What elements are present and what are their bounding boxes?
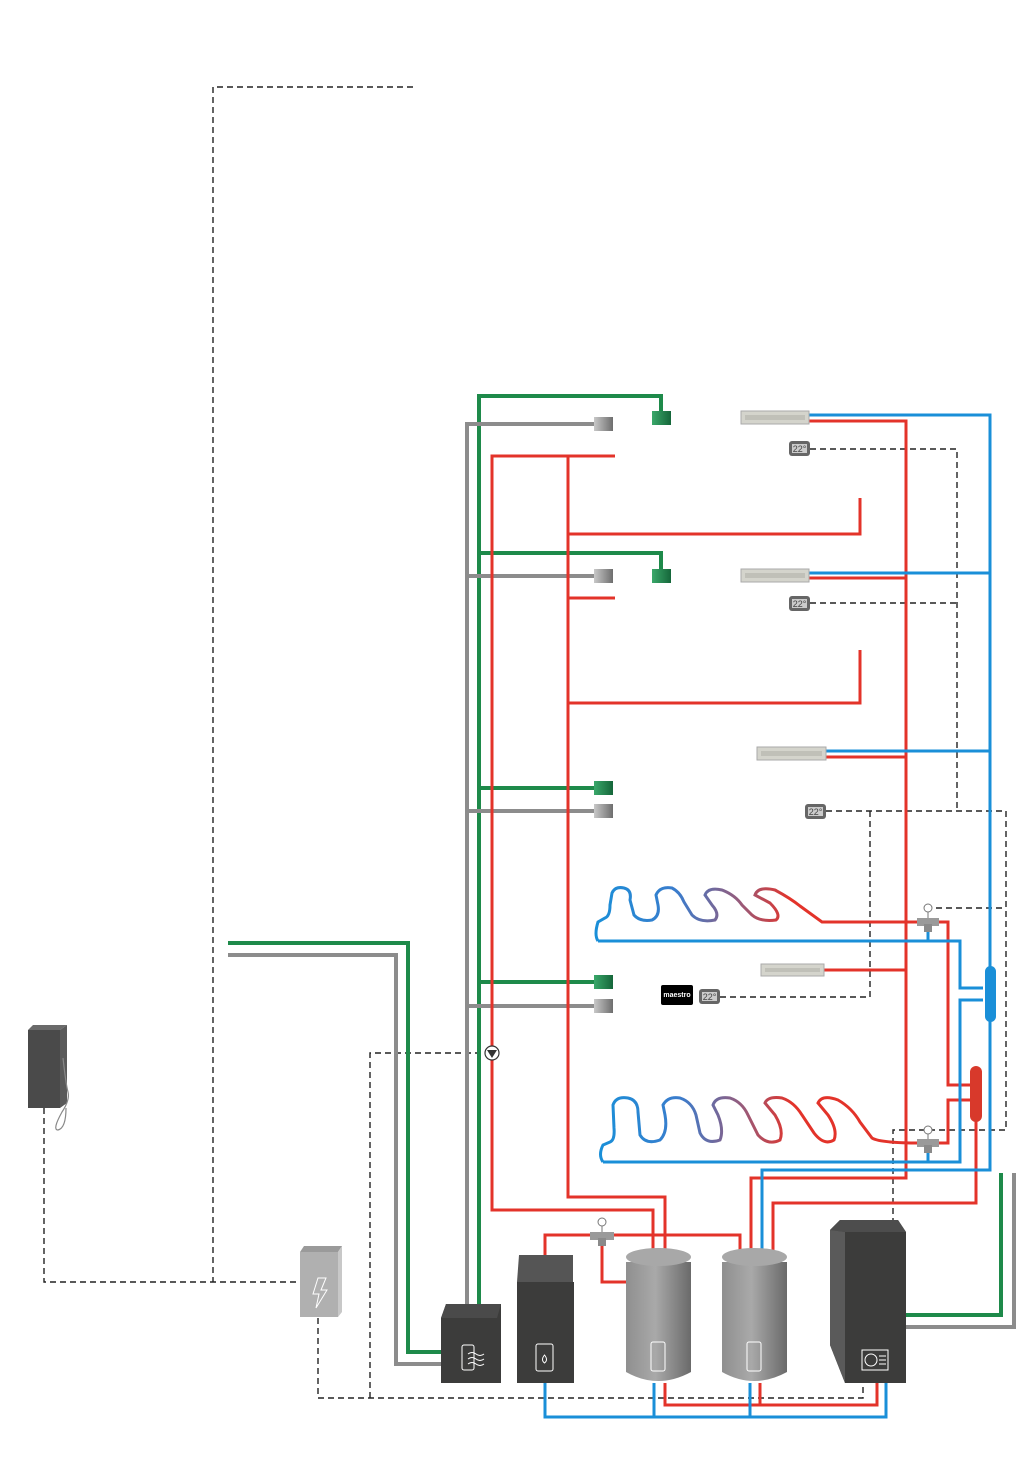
mixing-valve-1[interactable]	[917, 903, 939, 932]
room-thermostat-4[interactable]: 22°	[699, 989, 720, 1004]
svg-text:22°: 22°	[793, 599, 807, 609]
storage-tank-1	[626, 1248, 691, 1381]
room-thermostat-2[interactable]: 22°	[789, 596, 810, 611]
underfloor-loop-2	[599, 1096, 921, 1163]
storage-tank-2	[722, 1248, 787, 1381]
fan-icon	[864, 1353, 878, 1367]
lightning-icon	[312, 1277, 328, 1309]
hydraulic-separator	[985, 966, 996, 1022]
heat-pump	[830, 1220, 906, 1383]
supply-vents	[594, 411, 671, 989]
room-thermostat-1[interactable]: 22°	[789, 441, 810, 456]
ventilation-supply-ducts	[228, 394, 1003, 1354]
exhaust-vents	[594, 417, 613, 1013]
buffer-vessel	[970, 1066, 982, 1122]
ventilation-exhaust-ducts	[228, 422, 1016, 1366]
mixing-valve-3[interactable]	[590, 1217, 614, 1246]
svg-text:22°: 22°	[809, 807, 823, 817]
svg-text:22°: 22°	[703, 992, 717, 1002]
svg-text:22°: 22°	[793, 444, 807, 454]
svg-text:maestro: maestro	[663, 992, 690, 999]
flame-icon	[542, 1354, 547, 1364]
return-pipes	[543, 413, 992, 1419]
underfloor-loop-1	[594, 886, 920, 942]
room-thermostat-3[interactable]: 22°	[805, 804, 826, 819]
outdoor-sensor-unit	[28, 1025, 69, 1131]
control-wiring	[43, 86, 1007, 1399]
boiler	[517, 1255, 574, 1383]
mixing-valve-2[interactable]	[917, 1125, 939, 1153]
circulation-pump[interactable]	[484, 1045, 500, 1061]
radiators	[740, 410, 827, 977]
maestro-controller[interactable]: maestro	[661, 985, 693, 1005]
electrical-panel	[300, 1246, 342, 1317]
ventilation-unit	[441, 1304, 501, 1383]
